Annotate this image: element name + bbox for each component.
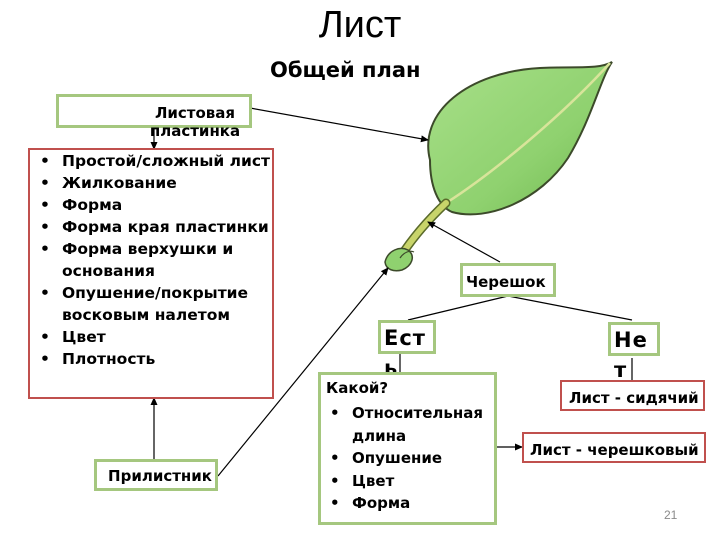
leaf-blade: [427, 61, 613, 216]
yes-label: Есть: [384, 326, 426, 380]
list-item: Простой/сложный лист: [34, 150, 272, 172]
list-item: Относительная длина: [324, 402, 494, 447]
line-petiole-to-no: [507, 295, 633, 321]
list-item: Жилкование: [34, 172, 272, 194]
petiolate-box: [522, 432, 706, 463]
arrow-blade-label-to-leaf: [249, 107, 429, 143]
list-item: Форма: [324, 492, 494, 515]
blade-label-box: [56, 94, 252, 128]
blade-features-frame: [28, 148, 274, 399]
sessile-box: [560, 380, 705, 411]
stipule-label: Прилистник: [108, 467, 212, 485]
arrow-stipule-label-to-stipule: [217, 267, 389, 477]
petiolate-label: Лист - черешковый: [530, 441, 699, 459]
list-item: Цвет: [324, 470, 494, 493]
petiole-details-list: Относительная длина Опушение Цвет Форма: [324, 402, 494, 515]
petiole-label: Черешок: [466, 273, 546, 291]
list-item: Плотность: [34, 348, 272, 370]
blade-label: Листовая пластинка: [149, 104, 241, 140]
line-petiole-to-yes: [407, 295, 509, 321]
list-item: Форма края пластинки: [34, 216, 272, 238]
blade-features-list: Простой/сложный лист Жилкование Форма Фо…: [34, 150, 272, 370]
no-box: [608, 322, 660, 356]
no-label: Нет: [614, 328, 648, 382]
petiole-details-heading: Какой?: [326, 379, 389, 397]
list-item: Форма: [34, 194, 272, 216]
list-item: Цвет: [34, 326, 272, 348]
page-number: 21: [664, 508, 678, 522]
arrow-petiole-label-to-stalk: [427, 221, 501, 263]
list-item: Опушение/покрытие восковым налетом: [34, 282, 272, 326]
leaf-midrib: [445, 62, 611, 205]
list-item: Опушение: [324, 447, 494, 470]
sessile-label: Лист - сидячий: [569, 389, 699, 407]
stipule-label-box: [94, 459, 218, 491]
page-title: Лист: [318, 4, 402, 46]
stipule-shape: [384, 247, 413, 272]
yes-box: [378, 320, 436, 354]
list-item: Форма верхушки и основания: [34, 238, 272, 282]
page-subtitle: Общей план: [270, 58, 421, 82]
petiole-label-box: [460, 263, 556, 297]
